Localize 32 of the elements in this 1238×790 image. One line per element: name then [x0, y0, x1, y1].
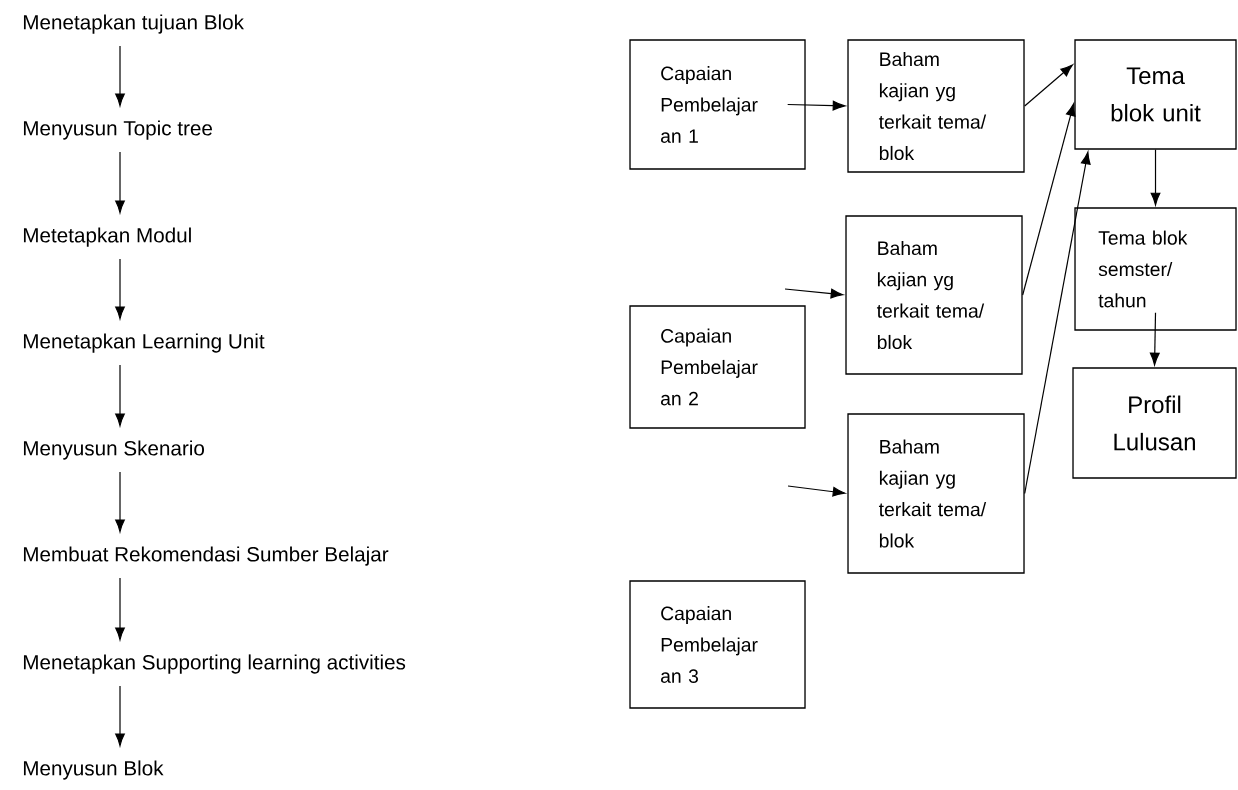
step-text: Menetapkan Learning Unit	[23, 333, 265, 353]
arrow	[1149, 312, 1160, 366]
process-box: Capaian Pembelajar an 1	[629, 39, 806, 170]
arrow	[115, 45, 125, 107]
process-box: Tema blok semster/ tahun	[1074, 207, 1237, 331]
step-text: Menyusun Skenario	[23, 440, 204, 460]
step-text: Menetapkan Supporting learning activities	[23, 654, 406, 674]
step-text: Metetapkan Modul	[23, 227, 191, 247]
arrow	[1024, 64, 1073, 107]
arrow	[787, 485, 846, 497]
process-box: Baham kajian yg terkait tema/ blok	[847, 39, 1025, 173]
arrow	[784, 288, 844, 299]
process-box: Capaian Pembelajar an 2	[629, 305, 806, 429]
arrow	[115, 364, 125, 427]
process-box: Tema blok unit	[1074, 39, 1237, 150]
step-text: Menetapkan tujuan Blok	[23, 14, 244, 34]
arrow	[787, 100, 846, 111]
arrow	[115, 685, 125, 747]
arrow	[115, 151, 125, 214]
arrow	[1024, 151, 1091, 495]
process-box: Profil Lulusan	[1072, 367, 1237, 479]
process-box: Capaian Pembelajar an 3	[629, 580, 806, 709]
process-box: Baham kajian yg terkait tema/ blok	[847, 413, 1025, 574]
process-box: Baham kajian yg terkait tema/ blok	[845, 215, 1023, 375]
arrow	[115, 577, 125, 641]
step-text: Menyusun Topic tree	[23, 120, 212, 140]
step-text: Membuat Rekomendasi Sumber Belajar	[23, 546, 389, 566]
step-text: Menyusun Blok	[23, 760, 164, 780]
arrow	[115, 258, 125, 320]
arrow	[115, 471, 125, 533]
arrow	[1022, 103, 1076, 296]
arrow	[1150, 149, 1161, 206]
